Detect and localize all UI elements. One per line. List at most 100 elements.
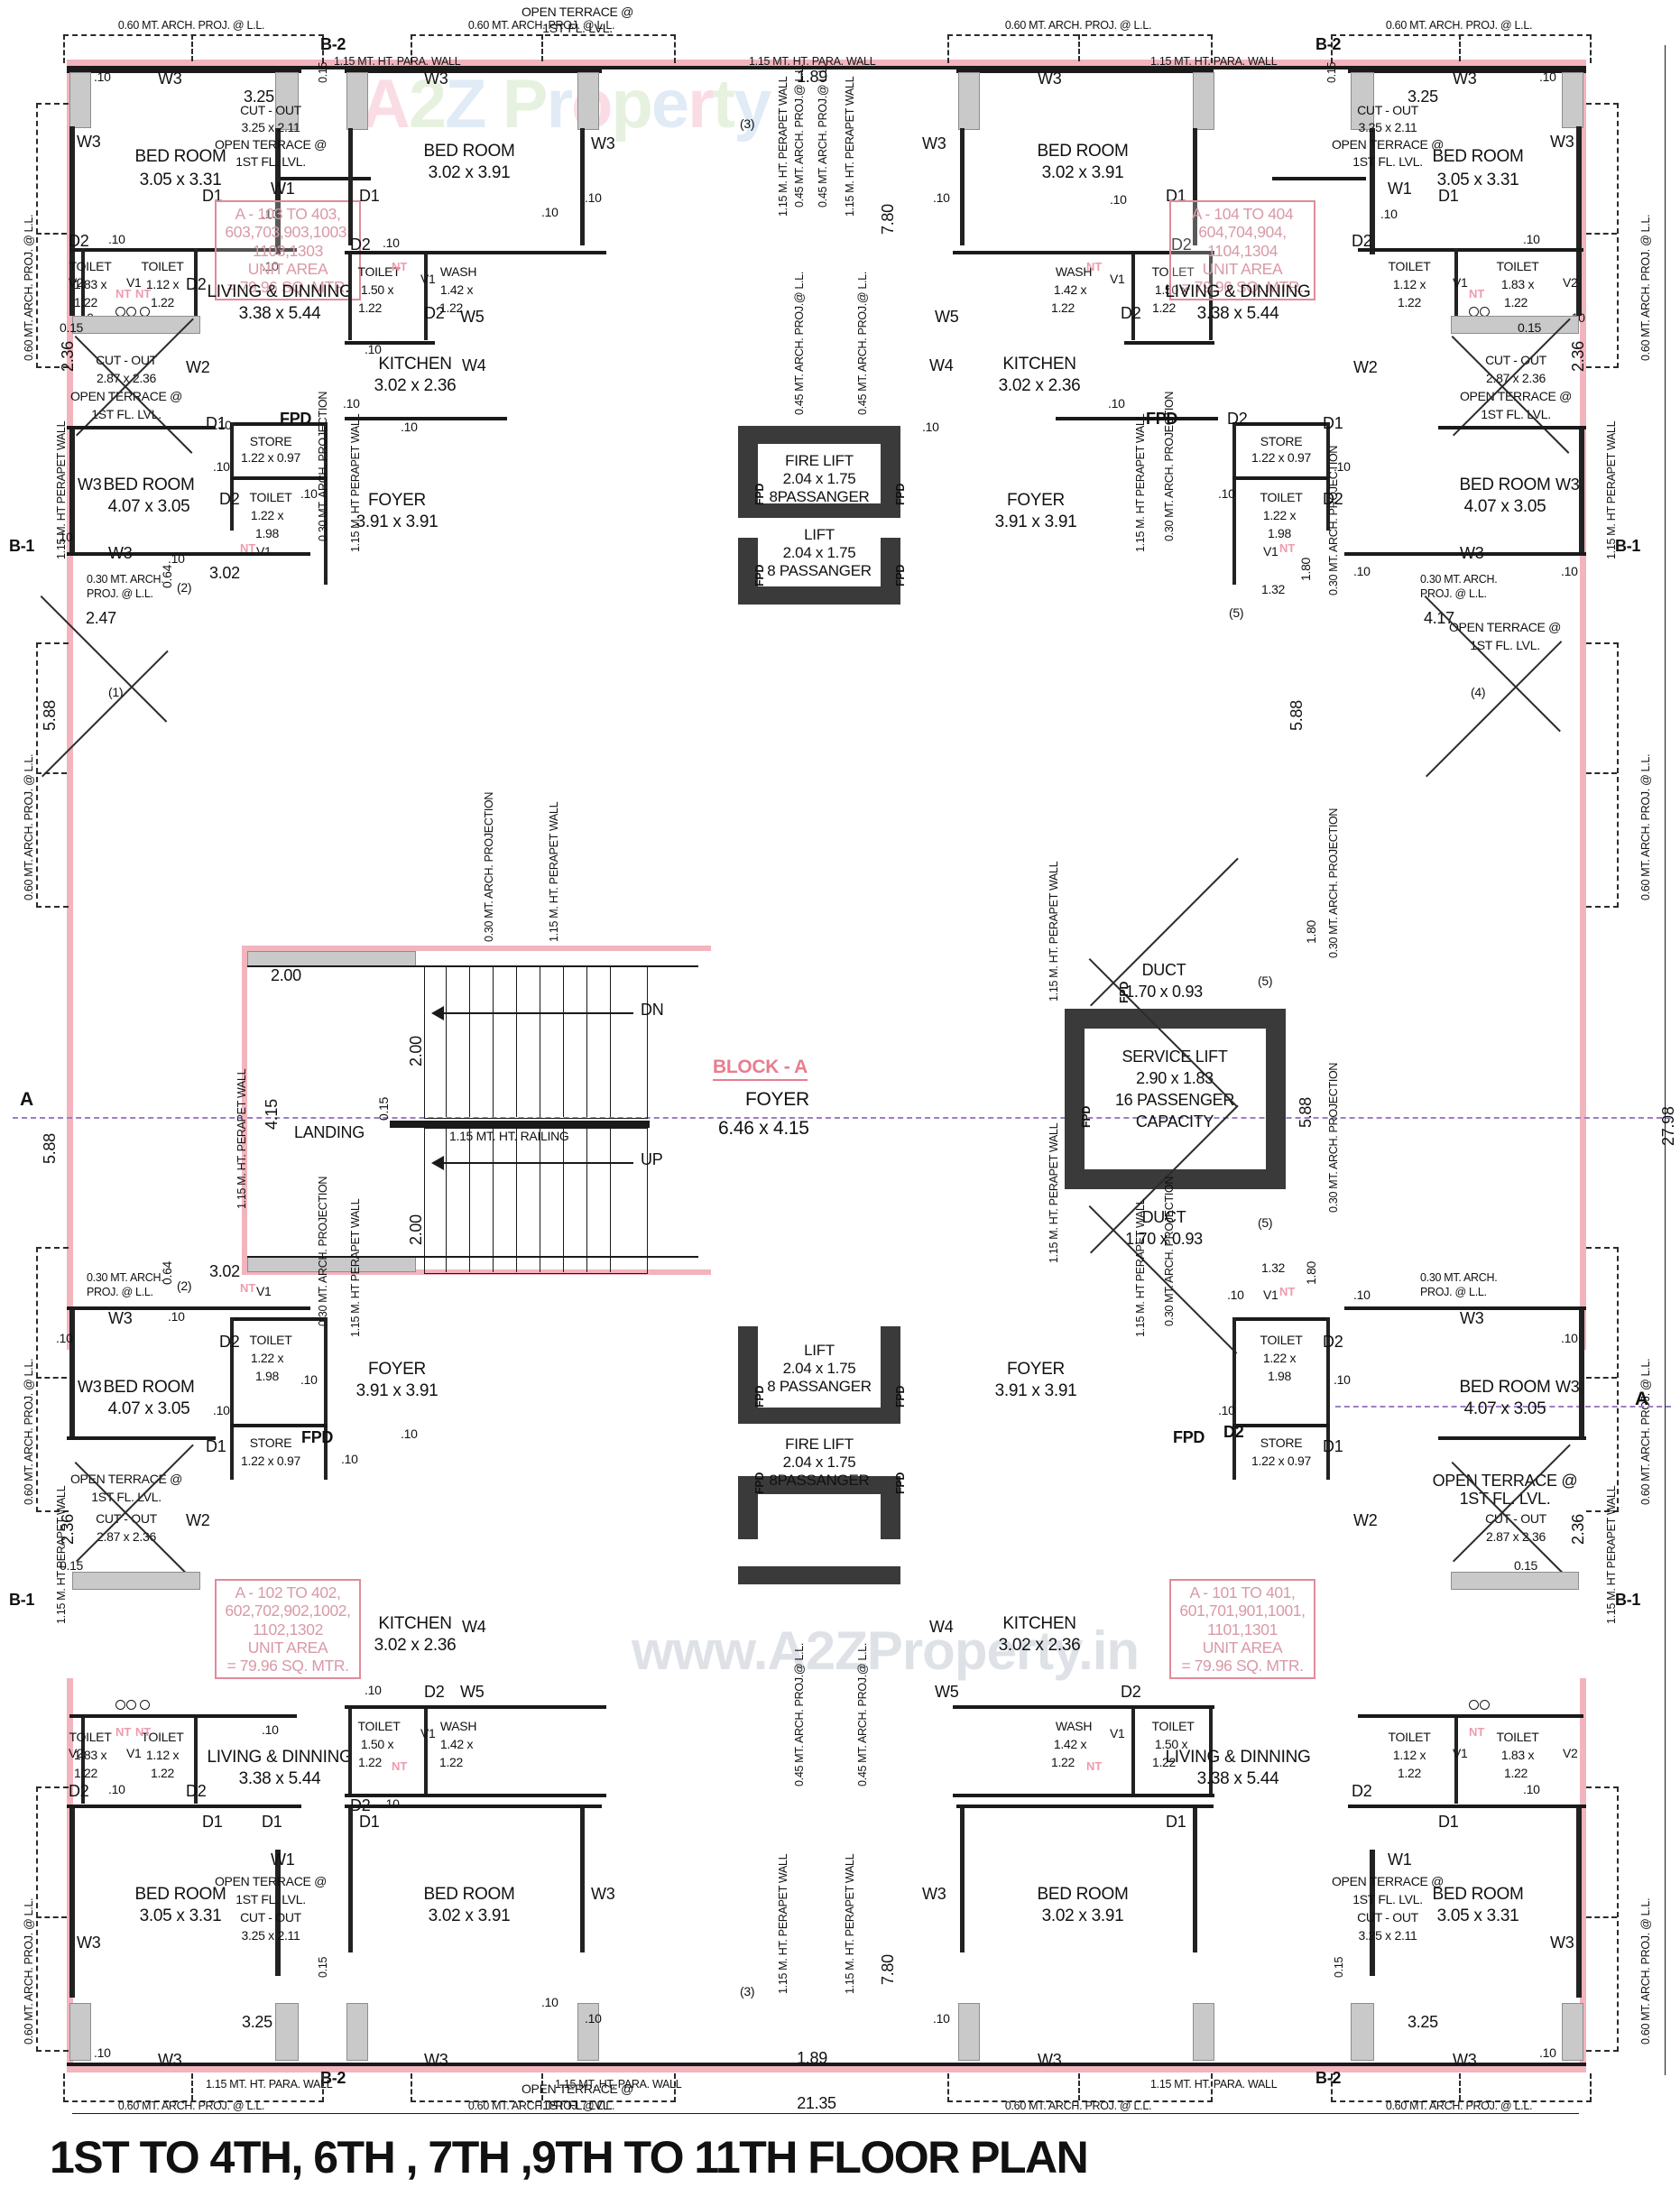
note-para-wall-tm: 1.15 MT. HT. PARA. WALL <box>749 55 876 68</box>
dim-180-mid-b: 1.80 <box>1304 1260 1318 1285</box>
q9-toilet-b-name: TOILET <box>1388 1730 1431 1744</box>
q7-bedroom-dim: 3.02 x 3.91 <box>428 1906 511 1925</box>
note-para-wall-tr: 1.15 MT. HT. PARA. WALL <box>1150 55 1278 68</box>
dim-015-q9: 0.15 <box>1514 1558 1538 1573</box>
window-w3-q6-left: W3 <box>77 1934 101 1952</box>
dim-10-q3e: .10 <box>1108 396 1125 411</box>
dim-10-q5e: .10 <box>401 1426 418 1441</box>
q2-column-l <box>346 72 368 130</box>
service-lift-cap2: CAPACITY <box>1135 1112 1214 1131</box>
proj-dash-tl <box>63 34 324 63</box>
section-mark-right: A <box>1635 1389 1648 1409</box>
dim-10-q6a: .10 <box>108 1782 125 1796</box>
window-w3-q1-left: W3 <box>77 133 101 151</box>
q9-bedroom-top <box>1344 1306 1586 1310</box>
q3-kitchen-name: KITCHEN <box>1002 355 1076 374</box>
service-lift-wall-e <box>1266 1009 1286 1135</box>
note-045-top-b: 0.45 MT. ARCH. PROJ.@ L.L. <box>817 63 829 208</box>
q9-toilet-slab <box>1451 1572 1579 1590</box>
q1-column-tm <box>275 72 299 130</box>
note-030-q9: 0.30 MT. ARCH. <box>1420 1271 1498 1284</box>
fpd-service-lift: FPD <box>1080 1105 1093 1128</box>
q9-bedroom-right <box>1579 1310 1584 1436</box>
circle-num-3-bot: (3) <box>740 1984 755 1999</box>
door-d1-q1: D1 <box>202 187 223 205</box>
dim-10-q4h: .10 <box>1561 564 1578 578</box>
q1-cutout-l1: CUT - OUT <box>240 103 301 117</box>
note-arch-proj-left-mid: 0.60 MT. ARCH. PROJ. @ L.L. <box>23 753 35 900</box>
note-030b-q5: PROJ. @ L.L. <box>87 1286 153 1298</box>
q7-toilet-left <box>348 1709 352 1795</box>
service-lift-cap: 16 PASSENGER <box>1114 1091 1235 1109</box>
proj-div-bm1 <box>541 2073 543 2100</box>
note-arch-projection-q8: 0.30 MT. ARCH. PROJECTION <box>1163 1176 1176 1326</box>
q4-column-r <box>1562 72 1583 128</box>
stair-arrow-up-head <box>431 1156 444 1170</box>
dim-10-q5c: .10 <box>213 1403 230 1417</box>
q5-toilet-d-dim: 1.22 x <box>250 1351 284 1365</box>
door-d2-q2b: D2 <box>424 304 445 322</box>
unit-callout-103-l0: A - 103 TO 403, <box>235 205 341 223</box>
proj-dash-tm1 <box>411 34 676 63</box>
dim-189-top: 1.89 <box>797 68 827 86</box>
q7-bedroom-left <box>348 1808 353 1952</box>
fpd-q1: FPD <box>280 410 312 428</box>
structural-bottom <box>67 2063 1586 2066</box>
dim-10-q4d: .10 <box>1523 232 1540 246</box>
dim-10-q2e: .10 <box>343 396 360 411</box>
window-w3-q1b-left: W3 <box>78 475 102 494</box>
q2-toilet-name: TOILET <box>357 264 401 279</box>
watermark-bottom: www.A2ZProperty.in <box>632 1620 1140 1681</box>
q3-toilet-bot <box>1124 341 1214 345</box>
q8-bedroom-dim: 3.02 x 3.91 <box>1041 1906 1124 1925</box>
door-d2-q3: D2 <box>1171 235 1192 254</box>
q1-bedroom-name: BED ROOM <box>134 147 226 166</box>
dim-015-landing: 0.15 <box>376 1096 391 1121</box>
q7-kitchen-name: KITCHEN <box>378 1614 452 1633</box>
note-arch-proj-br: 0.60 MT. ARCH. PROJ. @ L.L. <box>1385 2100 1533 2112</box>
nt-mark-q7: NT <box>392 1759 408 1773</box>
note-parapet-q5: 1.15 M. HT PERAPET WALL <box>349 1198 362 1337</box>
q6-bedroom-left <box>69 1808 75 1998</box>
note-para-wall-bl: 1.15 MT. HT. PARA. WALL <box>206 2078 333 2091</box>
q1-toilet-wall-v <box>81 248 85 334</box>
q9-toilet-b-dim: 1.12 x <box>1392 1748 1426 1762</box>
proj-div-right-up <box>1586 233 1617 235</box>
dim-10-q6c: .10 <box>94 2045 111 2060</box>
window-w3-q4b-right: W3 <box>1555 475 1580 494</box>
q1-store-bottom <box>230 476 328 480</box>
q2-toilet-dim: 1.50 x <box>360 282 394 297</box>
dim-10-q1e: .10 <box>262 259 279 273</box>
q8-wash-dim2: 1.22 <box>1050 1755 1075 1769</box>
dim-180-mid-a: 1.80 <box>1304 919 1318 944</box>
tread-6 <box>563 965 565 1117</box>
stair-arrow-dn-head <box>431 1006 444 1020</box>
vent-v1-q3: V1 <box>1110 272 1125 286</box>
lift-sep-bot <box>738 1408 900 1424</box>
vent-v1-q8: V1 <box>1110 1726 1125 1740</box>
q6-toilet-wall-v <box>81 1718 85 1804</box>
q1-column-tl <box>69 72 91 128</box>
note-030proj-mid-a: 0.30 MT. ARCH. PROJECTION <box>1327 808 1340 958</box>
door-d2-q1a: D2 <box>69 232 89 250</box>
q4-toilet-d-dim2: 1.98 <box>1267 526 1292 540</box>
door-d2-q5a: D2 <box>219 1333 240 1351</box>
dim-325-q1: 3.25 <box>244 88 274 106</box>
q2-toilet-top <box>345 251 606 254</box>
q2-bedroom-dim: 3.02 x 3.91 <box>428 163 511 182</box>
landing-label: LANDING <box>294 1123 365 1141</box>
dim-10-q9d: .10 <box>1353 1288 1371 1302</box>
q9-living-dim: 3.38 x 5.44 <box>1196 1769 1279 1788</box>
q7-toilet-bot <box>345 1705 606 1709</box>
dim-10-q2a: .10 <box>541 205 558 219</box>
q1-cutout-l4: 1ST FL. LVL. <box>235 154 306 169</box>
watermark-top: A2Z Property <box>361 66 771 143</box>
dim-325-q4: 3.25 <box>1408 88 1438 106</box>
lift-top-wall-w <box>738 538 758 592</box>
window-w3-q8-left: W3 <box>922 1885 946 1903</box>
note-030-q4: 0.30 MT. ARCH. <box>1420 573 1498 586</box>
proj-div-left-low <box>36 1377 67 1379</box>
dim-10-q9f: .10 <box>1523 1782 1540 1796</box>
envelope-right <box>1580 60 1586 1350</box>
q1-living-dim: 3.38 x 5.44 <box>238 304 321 323</box>
